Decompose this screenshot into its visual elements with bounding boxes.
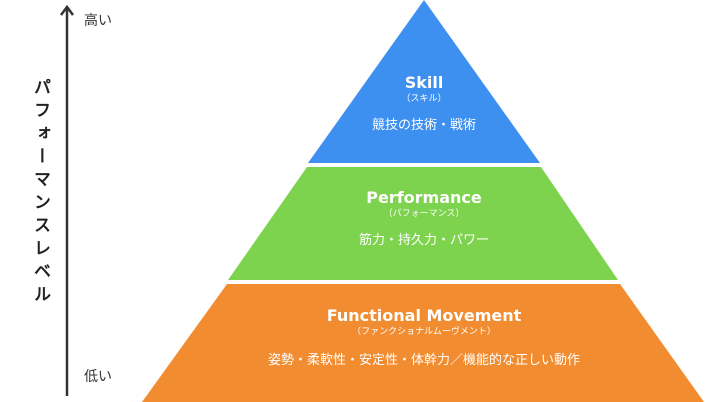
tier-functional-subtitle: （ファンクショナルムーヴメント） [352, 327, 496, 337]
tier-performance-title: Performance [366, 188, 482, 207]
tier-skill-subtitle: （スキル） [401, 94, 447, 104]
tier-skill-description: 競技の技術・戦術 [371, 118, 476, 133]
tier-performance-shape [228, 167, 618, 280]
tier-performance-text: Performance （パフォーマンス） 筋力・持久力・パワー [224, 188, 624, 250]
tier-skill-title: Skill [404, 73, 444, 92]
vertical-axis-arrow [60, 4, 74, 396]
axis-label: パフォーマンスレベル [30, 78, 50, 308]
axis-low-label: 低い [84, 369, 112, 385]
tier-skill-text: Skill （スキル） 競技の技術・戦術 [224, 73, 624, 135]
tier-skill-shape [308, 0, 540, 163]
tier-functional-shape [142, 284, 704, 402]
tier-functional-description: 姿勢・柔軟性・安定性・体幹力／機能的な正しい動作 [267, 353, 580, 368]
tier-performance-subtitle: （パフォーマンス） [383, 209, 465, 219]
tier-performance-description: 筋力・持久力・パワー [358, 233, 489, 248]
axis-high-label: 高い [84, 13, 112, 29]
tier-functional-title: Functional Movement [326, 306, 522, 325]
tier-functional-text: Functional Movement （ファンクショナルムーヴメント） 姿勢・… [224, 306, 624, 370]
